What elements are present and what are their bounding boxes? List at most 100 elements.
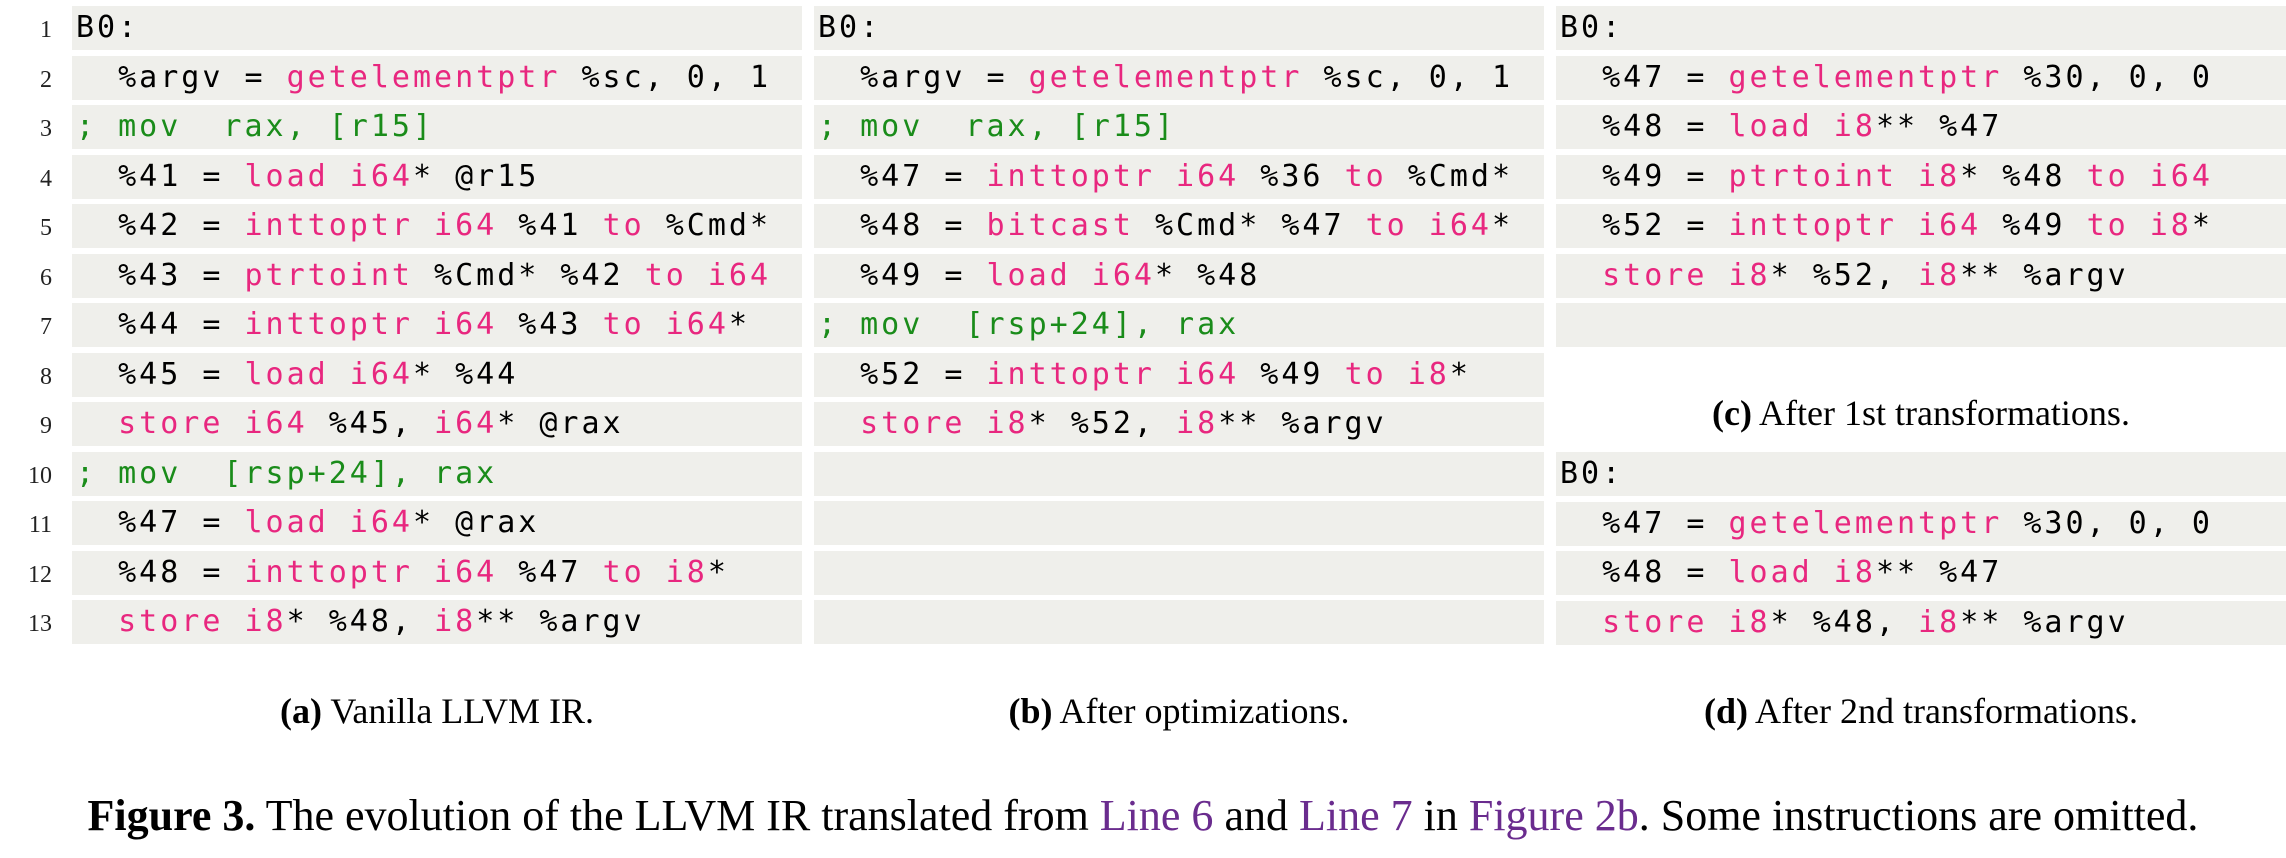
code-comment: ; mov rax, [r15] bbox=[818, 109, 1177, 144]
code-line: %48 = bitcast %Cmd* %47 to i64* bbox=[814, 204, 1544, 248]
code-line: %49 = load i64* %48 bbox=[814, 253, 1544, 298]
code-text: * bbox=[728, 307, 750, 342]
line-number: 11 bbox=[28, 512, 52, 538]
figure-caption: Figure 3. The evolution of the LLVM IR t… bbox=[0, 790, 2286, 841]
figure-caption-ref-line-7[interactable]: Line 7 bbox=[1298, 791, 1413, 840]
panel-a-vanilla-ir: B0: %argv = getelementptr %sc, 0, 1; mov… bbox=[72, 6, 802, 650]
code-keyword: getelementptr bbox=[286, 59, 561, 95]
code-text: * @rax bbox=[413, 505, 540, 540]
code-text: B0: bbox=[1560, 10, 1624, 45]
code-keyword: inttoptr i64 bbox=[986, 158, 1240, 194]
code-keyword: to i64 bbox=[2086, 158, 2213, 194]
code-text: %49 bbox=[1981, 208, 2087, 243]
code-text: %49 = bbox=[818, 257, 987, 293]
code-text: %Cmd* %42 bbox=[413, 257, 645, 293]
code-keyword: inttoptr i64 bbox=[986, 356, 1240, 392]
code-text: ** %argv bbox=[1960, 257, 2129, 293]
code-line: %argv = getelementptr %sc, 0, 1 bbox=[814, 55, 1544, 100]
code-text: %argv = bbox=[818, 59, 1029, 95]
code-keyword: getelementptr bbox=[1028, 59, 1303, 95]
code-line: %47 = getelementptr %30, 0, 0 bbox=[1556, 55, 2286, 100]
caption-b: (b) After optimizations. bbox=[814, 690, 1544, 732]
code-text: %49 bbox=[1239, 356, 1345, 392]
caption-d: (d) After 2nd transformations. bbox=[1556, 690, 2286, 732]
code-text: %47 = bbox=[1560, 59, 1729, 95]
code-keyword: store i8 bbox=[1602, 257, 1771, 293]
code-keyword: i8 bbox=[1918, 257, 1961, 293]
code-keyword: to i8 bbox=[1344, 356, 1450, 392]
code-text: %45, bbox=[307, 406, 435, 441]
panel-b-after-optimizations: B0: %argv = getelementptr %sc, 0, 1 ; mov… bbox=[814, 6, 1544, 650]
code-keyword: store i8 bbox=[118, 604, 287, 639]
code-text: %48 = bbox=[818, 208, 987, 243]
figure-caption-ref-line-6[interactable]: Line 6 bbox=[1099, 791, 1214, 840]
code-text: %Cmd* bbox=[644, 208, 772, 243]
code-text bbox=[1560, 605, 1602, 640]
code-text: %48 = bbox=[1560, 555, 1729, 590]
code-line: %argv = getelementptr %sc, 0, 1 bbox=[72, 55, 802, 100]
code-text: * bbox=[707, 554, 729, 590]
code-keyword: to bbox=[602, 208, 645, 243]
code-line: %41 = load i64* @r15 bbox=[72, 154, 802, 199]
code-text: %47 = bbox=[1560, 505, 1729, 541]
code-line: %47 = load i64* @rax bbox=[72, 501, 802, 545]
code-line: %47 = inttoptr i64 %36 to %Cmd* bbox=[814, 154, 1544, 199]
caption-b-label: (b) bbox=[1008, 691, 1053, 731]
code-keyword: inttoptr i64 bbox=[244, 307, 498, 342]
code-line: %42 = inttoptr i64 %41 to %Cmd* bbox=[72, 204, 802, 248]
code-keyword: load i64 bbox=[244, 158, 413, 194]
line-number: 5 bbox=[40, 215, 52, 241]
caption-c-text: After 1st transformations. bbox=[1752, 393, 2130, 433]
code-text: %30, 0, 0 bbox=[2002, 505, 2213, 541]
figure-caption-text-3: in bbox=[1412, 791, 1469, 840]
code-text: * %44 bbox=[413, 356, 519, 392]
figure-caption-text-4: . Some instructions are omitted. bbox=[1638, 791, 2199, 840]
caption-c-label: (c) bbox=[1712, 393, 1753, 433]
code-line bbox=[814, 451, 1544, 496]
line-number: 12 bbox=[28, 561, 52, 588]
code-keyword: getelementptr bbox=[1728, 59, 2003, 95]
line-number: 8 bbox=[40, 363, 52, 390]
code-text: * bbox=[2191, 208, 2213, 243]
code-text: %sc, 0, 1 bbox=[1302, 59, 1514, 95]
caption-d-label: (d) bbox=[1704, 691, 1749, 731]
caption-b-text: After optimizations. bbox=[1052, 691, 1350, 731]
code-keyword: i8 bbox=[1918, 604, 1961, 640]
code-keyword: load i64 bbox=[244, 505, 413, 540]
code-comment: ; mov [rsp+24], rax bbox=[818, 307, 1240, 342]
code-text: %30, 0, 0 bbox=[2002, 59, 2213, 95]
code-text: %44 = bbox=[76, 307, 245, 342]
code-line: %52 = inttoptr i64 %49 to i8* bbox=[814, 352, 1544, 397]
code-text: * %48, bbox=[1770, 604, 1919, 640]
code-keyword: ptrtoint i8 bbox=[1728, 158, 1961, 194]
figure-caption-ref-figure-2b[interactable]: Figure 2b bbox=[1468, 791, 1639, 840]
code-text: * %48 bbox=[1155, 257, 1261, 293]
code-text bbox=[76, 406, 118, 441]
code-line bbox=[814, 600, 1544, 644]
code-keyword: inttoptr i64 bbox=[1728, 208, 1982, 243]
code-text: B0: bbox=[1560, 456, 1624, 491]
figure-caption-label: Figure 3. bbox=[87, 791, 256, 840]
line-number: 7 bbox=[40, 314, 52, 340]
code-comment: ; mov rax, [r15] bbox=[76, 109, 435, 144]
code-line: B0: bbox=[1556, 6, 2286, 50]
code-keyword: load i8 bbox=[1728, 109, 1876, 144]
code-line: %49 = ptrtoint i8* %48 to i64 bbox=[1556, 154, 2286, 199]
panel-d-after-2nd-transformations: B0: %47 = getelementptr %30, 0, 0 %48 = … bbox=[1556, 452, 2286, 650]
code-line bbox=[814, 550, 1544, 595]
code-text: %48 = bbox=[1560, 109, 1729, 144]
code-text: B0: bbox=[818, 10, 882, 45]
code-text: %47 = bbox=[818, 158, 987, 194]
code-line bbox=[814, 501, 1544, 545]
code-line: store i8* %52, i8** %argv bbox=[814, 402, 1544, 446]
code-text bbox=[76, 604, 118, 639]
code-text bbox=[818, 406, 860, 441]
code-text: * @r15 bbox=[413, 158, 540, 194]
code-line: ; mov [rsp+24], rax bbox=[814, 303, 1544, 347]
code-keyword: store i64 bbox=[118, 406, 308, 441]
line-number: 9 bbox=[40, 413, 52, 439]
code-text: %argv = bbox=[76, 59, 287, 95]
code-line: store i8* %48, i8** %argv bbox=[1556, 600, 2286, 645]
code-keyword: to i64 bbox=[644, 257, 772, 293]
line-number: 10 bbox=[28, 462, 52, 489]
